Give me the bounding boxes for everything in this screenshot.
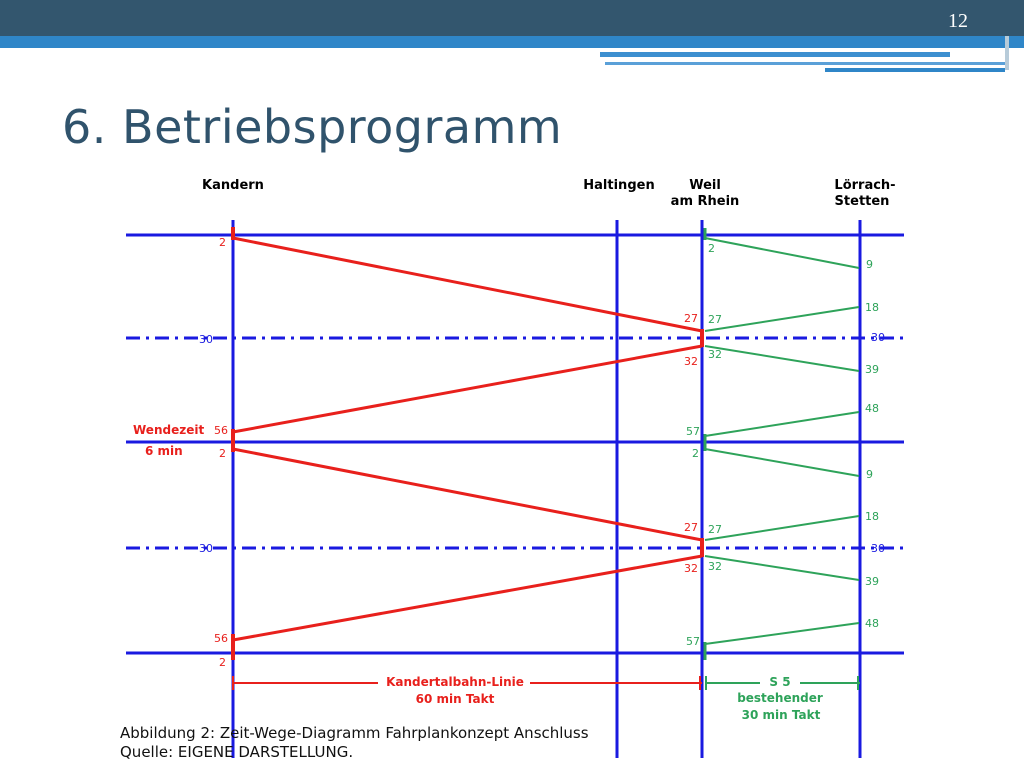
time-label: 39 (865, 575, 879, 588)
decor-stripe (825, 68, 1005, 72)
decor-stripe (1005, 36, 1009, 70)
train-path (704, 622, 860, 645)
decor-stripe (600, 52, 950, 57)
s5-existing-label: bestehender (737, 691, 823, 705)
time-label: 2 (708, 242, 715, 255)
time-label: 32 (684, 355, 698, 368)
train-path (704, 306, 860, 332)
header-bar (0, 0, 1024, 36)
time-label: 2 (219, 236, 226, 249)
time-label: 48 (865, 402, 879, 415)
train-path (232, 344, 703, 434)
decor-stripe (605, 62, 1005, 65)
time-label: 27 (684, 312, 698, 325)
s5-train-paths (704, 237, 860, 645)
time-label: 57 (686, 635, 700, 648)
train-path (704, 448, 860, 477)
time-label: 57 (686, 425, 700, 438)
time-label: 56 (214, 632, 228, 645)
station-loerrach-2: Stetten (835, 194, 890, 209)
time-label: 27 (708, 313, 722, 326)
time-label: 32 (684, 562, 698, 575)
slide-title: 6. Betriebsprogramm (62, 100, 563, 154)
train-path (704, 411, 860, 437)
half-hour-label: 30 (871, 542, 885, 555)
time-label: 18 (865, 301, 879, 314)
figure-caption: Abbildung 2: Zeit-Wege-Diagramm Fahrplan… (120, 724, 589, 762)
kandertal-train-paths (232, 236, 703, 642)
train-path (232, 236, 703, 333)
kandertal-line-label: Kandertalbahn-Linie (386, 675, 524, 689)
time-label: 48 (865, 617, 879, 630)
kandertal-takt-label: 60 min Takt (416, 692, 495, 706)
time-label: 39 (865, 363, 879, 376)
time-label: 2 (692, 447, 699, 460)
train-path (704, 237, 860, 269)
time-label: 2 (219, 656, 226, 669)
time-label: 2 (219, 447, 226, 460)
station-weil: Weil (689, 178, 721, 193)
wendezeit-duration: 6 min (145, 444, 183, 458)
half-hour-label: 30 (871, 331, 885, 344)
station-kandern: Kandern (202, 178, 264, 193)
half-hour-label: 30 (199, 542, 213, 555)
half-hour-label: 30 (199, 333, 213, 346)
s5-takt-label: 30 min Takt (742, 708, 821, 722)
time-label: 9 (866, 468, 873, 481)
wendezeit-label: Wendezeit (133, 423, 204, 437)
time-label: 18 (865, 510, 879, 523)
dwell-marks-red (231, 227, 704, 660)
s5-line-label: S 5 (769, 675, 790, 689)
station-loerrach: Lörrach- (834, 178, 895, 193)
station-weil-2: am Rhein (671, 194, 740, 209)
caption-source: Quelle: EIGENE DARSTELLUNG. (120, 743, 354, 761)
caption-title: Abbildung 2: Zeit-Wege-Diagramm Fahrplan… (120, 724, 589, 742)
time-label: 32 (708, 560, 722, 573)
time-label: 9 (866, 258, 873, 271)
train-path (232, 554, 703, 642)
time-label: 27 (684, 521, 698, 534)
train-path (704, 515, 860, 541)
train-path (704, 555, 860, 581)
train-path (704, 345, 860, 372)
slide-number: 12 (948, 10, 968, 32)
time-label: 56 (214, 424, 228, 437)
time-label: 27 (708, 523, 722, 536)
train-path (232, 447, 703, 542)
time-label: 32 (708, 348, 722, 361)
station-haltingen: Haltingen (583, 178, 654, 193)
header-stripe (0, 36, 1024, 48)
